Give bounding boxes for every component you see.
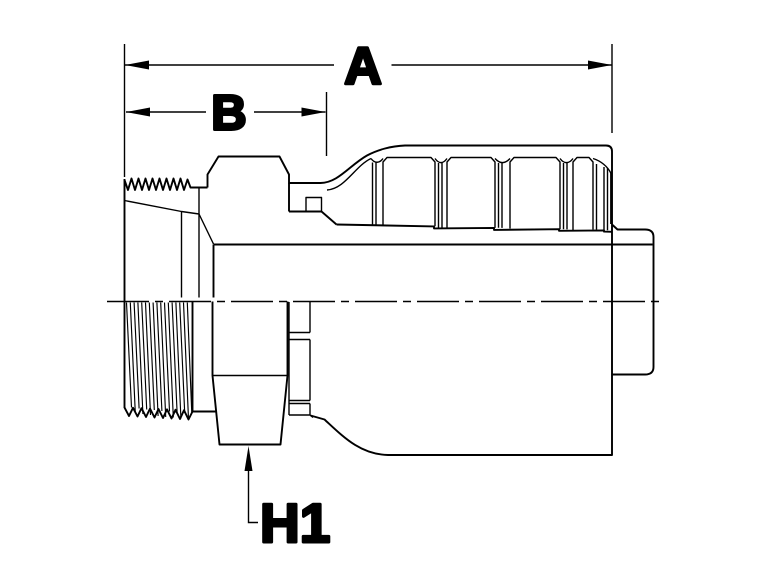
rib-slot-dips (370, 157, 612, 174)
crimp-rib-2 (446, 156, 496, 229)
crimp-slot-lines (371, 162, 612, 231)
nut-section-block (206, 155, 321, 188)
nut-external-bottom (211, 301, 289, 446)
ferrule-inner-curve (326, 157, 372, 191)
dim-b-right-arrowhead (301, 107, 326, 117)
dimension-h1-label: H1 (260, 492, 330, 554)
collar-flats (288, 302, 314, 419)
dimension-a-label: A (344, 38, 382, 96)
h1-leader-line (247, 470, 258, 524)
flare-seat-cone (124, 199, 215, 245)
h1-arrowhead (244, 446, 253, 471)
dimension-b-label: B (211, 87, 246, 141)
crimp-rib-1 (382, 156, 436, 227)
fitting-outline (123, 144, 655, 456)
crimp-rib-4 (572, 156, 594, 231)
crimp-rib-3 (509, 156, 561, 230)
dim-b-left-arrowhead (126, 107, 150, 117)
hose-stop-collar (611, 223, 655, 376)
dimension-annotations: A B H1 (123, 36, 613, 556)
ferrule-outline (310, 144, 613, 456)
thread-hatching (125, 302, 193, 420)
dim-a-left-arrowhead (125, 60, 149, 70)
dim-a-right-arrowhead (588, 60, 612, 70)
thread-profile-top (123, 177, 208, 191)
retaining-tab (305, 196, 323, 212)
barb-serration-line (336, 223, 613, 233)
stem-shoulder-line (289, 210, 338, 226)
fitting-details (124, 156, 612, 419)
